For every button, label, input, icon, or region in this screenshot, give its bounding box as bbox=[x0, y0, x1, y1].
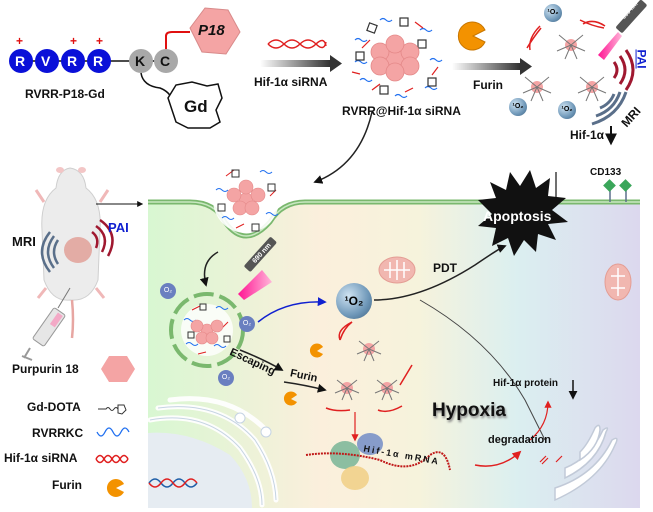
p18-label: P18 bbox=[198, 22, 225, 39]
oxygen-bubble: O₂ bbox=[218, 370, 234, 386]
hypoxia-label: Hypoxia bbox=[432, 400, 506, 421]
released-nanostructures bbox=[325, 321, 413, 413]
arginine-residue bbox=[87, 49, 111, 73]
arrow-1 bbox=[260, 60, 330, 67]
cysteine-residue bbox=[154, 49, 178, 73]
legend-label-purpurin: Purpurin 18 bbox=[12, 362, 79, 376]
residue-label: R bbox=[15, 53, 26, 69]
singlet-oxygen-sphere: ¹O₂ bbox=[509, 98, 527, 116]
oxygen-bubble: O₂ bbox=[160, 283, 176, 299]
residue-label: C bbox=[160, 53, 171, 69]
legend-label-furin: Furin bbox=[52, 478, 82, 492]
mouse-mri-label: MRI bbox=[12, 234, 36, 249]
sirna-helix-icon bbox=[267, 39, 327, 49]
hif-mrna bbox=[305, 451, 451, 471]
mitochondrion bbox=[378, 256, 416, 284]
hif-down-label: Hif-1α bbox=[570, 128, 605, 142]
syringe-icon bbox=[21, 287, 71, 361]
pdt-label: PDT bbox=[433, 261, 457, 275]
apoptosis-burst bbox=[478, 170, 568, 256]
furin-icon bbox=[309, 343, 323, 358]
legend-label-rvrrkc: RVRRKC bbox=[32, 426, 84, 440]
gd-macrocycle bbox=[167, 81, 223, 129]
oxygen-bubble: O₂ bbox=[239, 316, 255, 332]
singlet-oxygen-sphere: ¹O₂ bbox=[558, 101, 576, 119]
laser-icon bbox=[238, 237, 277, 300]
gd-dota-icon bbox=[98, 404, 127, 415]
laser-icon bbox=[598, 0, 647, 60]
wave-icon bbox=[96, 427, 130, 437]
legend-label-sirna: Hif-1α siRNA bbox=[4, 451, 78, 465]
mitochondrion bbox=[604, 263, 632, 301]
arginine-residue bbox=[9, 49, 33, 73]
endosome bbox=[169, 292, 245, 368]
mri-waves-icon bbox=[591, 91, 628, 126]
apoptosis-label: Apoptosis bbox=[483, 208, 552, 224]
arrow-2 bbox=[452, 63, 520, 70]
top-flow-graphics bbox=[260, 0, 647, 184]
nanoparticle-internalizing bbox=[213, 167, 279, 233]
cd133-label: CD133 bbox=[590, 167, 622, 178]
lysine-residue bbox=[129, 49, 153, 73]
released-nanostructures bbox=[522, 19, 607, 102]
risc-complex bbox=[330, 433, 383, 490]
charge-plus: + bbox=[70, 34, 78, 48]
singlet-oxygen-sphere: ¹O₂ bbox=[336, 283, 372, 319]
hif-protein-label: Hif-1α protein bbox=[493, 378, 559, 389]
hexagon-icon bbox=[101, 356, 135, 382]
residue-label: R bbox=[67, 53, 78, 69]
nucleus bbox=[148, 432, 252, 508]
p18-hexagon bbox=[189, 7, 241, 55]
arginine-residue bbox=[61, 49, 85, 73]
charge-plus: + bbox=[96, 34, 104, 48]
pacman-icon bbox=[106, 479, 124, 497]
degradation-label: degradation bbox=[488, 434, 551, 446]
mouse-illustration bbox=[34, 167, 144, 339]
furin-icon bbox=[457, 21, 486, 51]
singlet-oxygen-sphere: ¹O₂ bbox=[544, 4, 562, 22]
valine-residue bbox=[35, 49, 59, 73]
residue-label: R bbox=[93, 53, 104, 69]
pai-waves-icon bbox=[612, 49, 635, 91]
furin-arrow-label: Furin bbox=[473, 78, 503, 92]
pai-waves-icon bbox=[91, 218, 114, 257]
dna-helix-icon bbox=[148, 478, 198, 488]
residue-label: K bbox=[135, 53, 146, 69]
mri-waves-icon bbox=[40, 231, 60, 273]
gd-label: Gd bbox=[184, 97, 208, 116]
furin-icon bbox=[283, 391, 297, 406]
peptide-structure bbox=[9, 7, 241, 129]
sirna-arrow-label: Hif-1α siRNA bbox=[254, 75, 328, 89]
legend-label-gd-dota: Gd-DOTA bbox=[27, 400, 81, 414]
cd133-receptor bbox=[603, 179, 632, 202]
residue-label: V bbox=[41, 53, 51, 69]
charge-plus: + bbox=[16, 34, 24, 48]
mouse-pai-label: PAI bbox=[108, 220, 129, 235]
golgi-apparatus bbox=[554, 424, 618, 502]
peptide-name: RVRR-P18-Gd bbox=[25, 87, 105, 101]
nanoparticle-label: RVRR@Hif-1α siRNA bbox=[342, 104, 461, 118]
nanoparticle-rvrr-sirna bbox=[350, 13, 443, 103]
helix-icon bbox=[95, 454, 129, 464]
